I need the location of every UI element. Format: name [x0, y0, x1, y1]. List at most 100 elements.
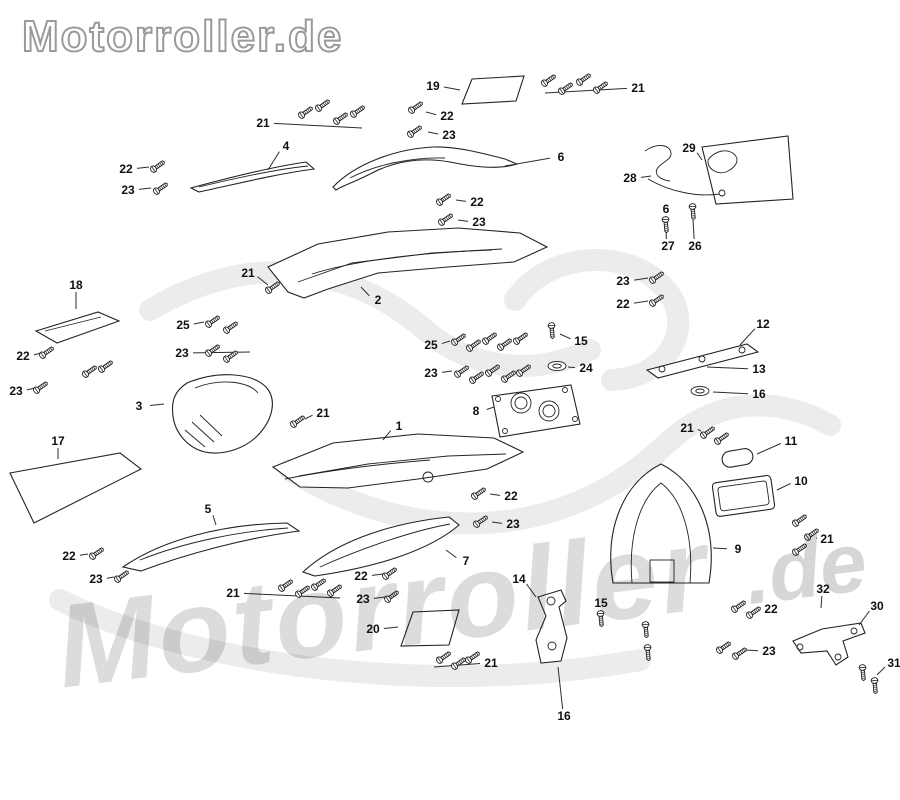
leader-line — [267, 151, 280, 171]
leader-line — [273, 122, 363, 129]
leader-line — [633, 277, 649, 281]
leader-line — [79, 553, 89, 556]
leader-line — [425, 111, 437, 116]
screw-icon — [313, 97, 332, 113]
screw-icon — [790, 512, 809, 528]
leader-line — [756, 443, 781, 455]
screw-icon — [434, 649, 453, 665]
leader-line — [739, 328, 756, 346]
screw-icon — [574, 71, 593, 87]
screw-icon — [661, 215, 671, 234]
screw-icon — [712, 430, 731, 446]
leader-line — [445, 549, 457, 559]
leader-line — [504, 157, 551, 167]
screw-icon — [405, 123, 424, 139]
leader-line — [193, 321, 205, 325]
screw-icon — [858, 663, 868, 682]
leader-line — [876, 666, 886, 676]
part-9-rear-cover — [610, 463, 712, 584]
leader-line — [371, 573, 384, 576]
part-7-lower-panel — [301, 516, 460, 577]
leader-line — [489, 493, 501, 496]
leader-line — [640, 175, 652, 178]
leader-line — [443, 86, 461, 91]
screw-icon — [688, 202, 698, 221]
leader-line — [567, 366, 576, 369]
part-8-lamp-plate — [491, 384, 581, 438]
leader-line — [360, 286, 370, 297]
part-17-footboard — [9, 452, 143, 524]
leader-line — [706, 366, 749, 370]
screw-icon — [276, 577, 295, 593]
leader-line — [544, 87, 628, 94]
part-19-vent-grille — [461, 75, 525, 105]
screw-icon — [221, 348, 240, 364]
screw-icon — [556, 80, 575, 96]
screw-icon — [547, 321, 557, 340]
screw-icon — [37, 344, 56, 360]
part-10-plate — [711, 474, 776, 517]
leader-line — [745, 649, 759, 652]
leader-line — [858, 610, 870, 626]
screw-icon — [790, 541, 809, 557]
part-2-underseat-panel — [267, 227, 549, 299]
screw-icon — [151, 180, 170, 196]
screw-icon — [348, 103, 367, 119]
screw-icon — [203, 342, 222, 358]
part-1-side-panel — [271, 433, 525, 489]
part-12-support-bracket — [645, 343, 760, 379]
screw-icon — [452, 363, 471, 379]
part-5-lower-trim — [121, 522, 301, 572]
leader-line — [243, 592, 341, 599]
leader-line — [633, 300, 649, 304]
leader-line — [373, 596, 386, 599]
screw-icon — [641, 620, 651, 639]
screw-icon — [434, 191, 453, 207]
leader-line — [491, 521, 503, 524]
screw-icon — [469, 485, 488, 501]
leader-line — [441, 340, 451, 345]
leader-line — [692, 219, 695, 240]
part-6-side-panel — [332, 146, 519, 191]
screw-icon — [730, 645, 749, 661]
screw-icon — [221, 319, 240, 335]
leader-line — [441, 370, 453, 373]
leader-line — [486, 406, 495, 410]
screw-icon — [495, 336, 514, 352]
part-4-trim-strip — [189, 161, 316, 193]
leader-line — [212, 515, 217, 526]
screw-icon — [31, 379, 50, 395]
screw-icon — [288, 413, 307, 429]
leader-line — [712, 547, 728, 550]
leader-line — [776, 483, 791, 491]
screw-icon — [729, 598, 748, 614]
leader-line — [192, 351, 251, 354]
leader-line — [557, 666, 564, 710]
washer-icon — [690, 385, 710, 397]
leader-line — [383, 626, 399, 629]
screw-icon — [148, 158, 167, 174]
screw-icon — [325, 582, 344, 598]
screw-icon — [331, 110, 350, 126]
leader-line — [457, 219, 469, 222]
leader-line — [526, 583, 537, 598]
leader-line — [559, 333, 571, 340]
screw-icon — [406, 99, 425, 115]
screw-icon — [112, 568, 131, 584]
screw-icon — [309, 576, 328, 592]
leader-line — [149, 403, 165, 406]
screw-icon — [744, 604, 763, 620]
leader-line — [697, 429, 702, 432]
screw-icon — [87, 545, 106, 561]
part-20-vent-grille — [400, 609, 460, 647]
screw-icon — [382, 588, 401, 604]
leader-line — [427, 131, 439, 135]
part-3-front-cover — [171, 374, 273, 454]
leader-line — [106, 576, 115, 579]
screw-icon — [436, 211, 455, 227]
part-18-step-strip — [34, 311, 121, 344]
screw-icon — [802, 526, 821, 542]
brand-watermark-top: Motorroller.de — [21, 11, 344, 62]
leader-line — [820, 595, 823, 609]
